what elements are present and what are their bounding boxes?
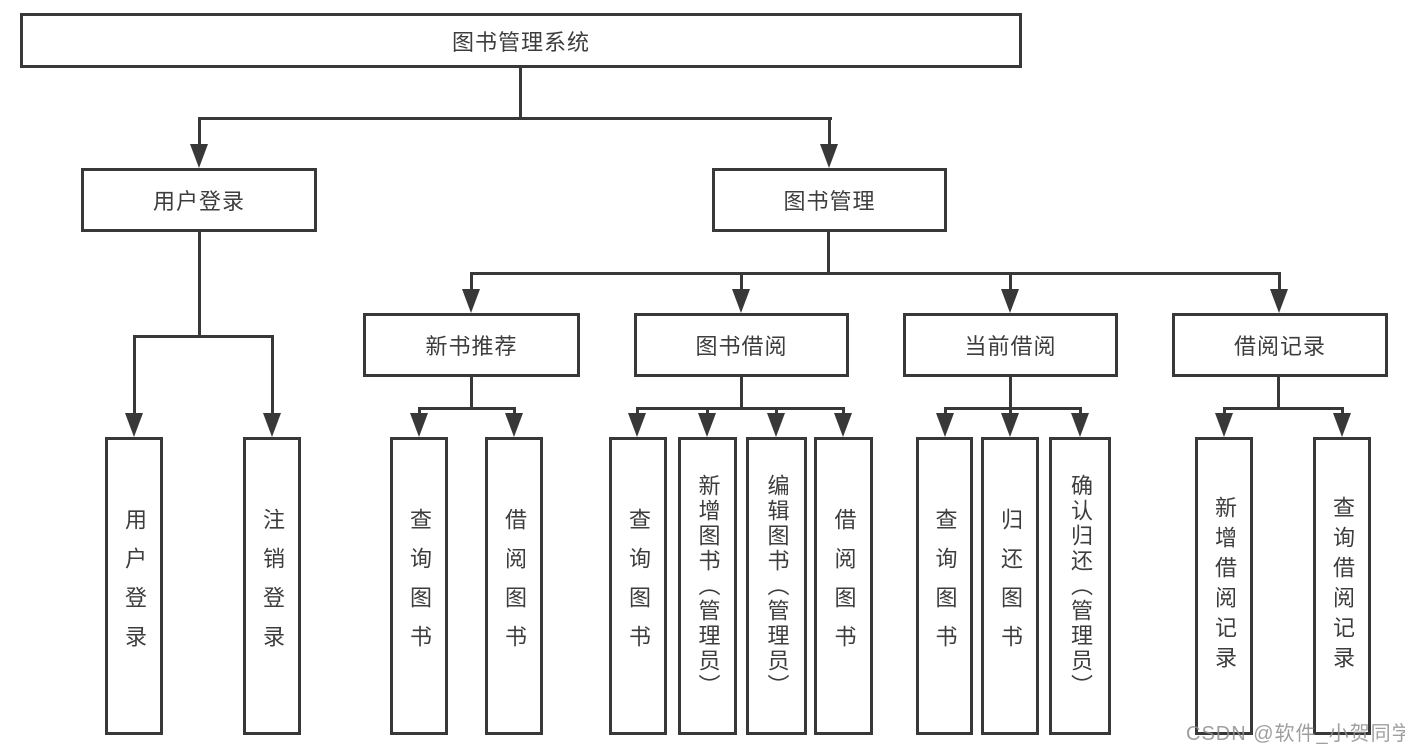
node-label: 图书管理系统 <box>451 29 590 55</box>
arrow-down-icon <box>1001 289 1019 313</box>
connector-stem <box>198 120 201 145</box>
node-system-root: 图书管理系统 <box>20 13 1022 68</box>
arrow-down-icon <box>820 144 838 168</box>
leaf-logout: 注销登录 <box>243 437 301 735</box>
connector-stem <box>418 410 421 414</box>
connector-stem <box>706 410 709 414</box>
node-label: 当前借阅 <box>964 334 1057 359</box>
arrow-down-icon <box>732 289 750 313</box>
node-label: 图书借阅 <box>695 334 788 359</box>
arrow-down-icon <box>834 413 852 437</box>
leaf-query-borrow-record: 查询借阅记录 <box>1313 437 1371 735</box>
leaf-edit-books-admin: 编辑图书（管理员） <box>746 437 807 735</box>
arrow-down-icon <box>190 144 208 168</box>
connector-level3-bar <box>470 272 1281 275</box>
connector-stem <box>1009 410 1012 414</box>
node-book-borrowing: 图书借阅 <box>634 313 849 377</box>
arrow-down-icon <box>410 413 428 437</box>
connector-group-stub <box>470 377 473 410</box>
connector-group-bar <box>1223 407 1344 410</box>
node-label: 图书管理 <box>783 189 876 214</box>
arrow-down-icon <box>263 413 281 437</box>
node-book-management: 图书管理 <box>712 168 947 232</box>
connector-root-stub <box>519 68 522 120</box>
arrow-down-icon <box>936 413 954 437</box>
node-label: 新书推荐 <box>425 334 518 359</box>
connector-stem <box>470 275 473 290</box>
connector-user-group-bar <box>133 335 274 338</box>
arrow-down-icon <box>505 413 523 437</box>
connector-stem <box>636 410 639 414</box>
connector-book-mgmt-stub <box>827 232 830 275</box>
connector-stem <box>1223 410 1226 414</box>
arrow-down-icon <box>462 289 480 313</box>
connector-stem <box>740 275 743 290</box>
connector-stem <box>513 410 516 414</box>
leaf-confirm-return-admin: 确认归还（管理员） <box>1049 437 1111 735</box>
connector-stem <box>842 410 845 414</box>
leaf-user-login: 用户登录 <box>105 437 163 735</box>
connector-stem <box>944 410 947 414</box>
arrow-down-icon <box>1001 413 1019 437</box>
arrow-down-icon <box>628 413 646 437</box>
node-current-borrowing: 当前借阅 <box>903 313 1118 377</box>
leaf-query-books-recommend: 查询图书 <box>390 437 448 735</box>
connector-stem <box>828 120 831 145</box>
connector-group-bar <box>418 407 516 410</box>
leaf-add-borrow-record: 新增借阅记录 <box>1195 437 1253 735</box>
connector-group-stub <box>1009 377 1012 410</box>
arrow-down-icon <box>1071 413 1089 437</box>
node-borrowing-records: 借阅记录 <box>1172 313 1388 377</box>
arrow-down-icon <box>1333 413 1351 437</box>
arrow-down-icon <box>1215 413 1233 437</box>
csdn-watermark: CSDN @软件_小贺同学 <box>1186 723 1405 745</box>
connector-stem <box>1079 410 1082 414</box>
connector-stem <box>271 338 274 413</box>
arrow-down-icon <box>125 413 143 437</box>
connector-group-stub <box>740 377 743 410</box>
connector-stem <box>1009 275 1012 290</box>
node-label: 借阅记录 <box>1233 334 1326 359</box>
connector-group-stub <box>1277 377 1280 410</box>
arrow-down-icon <box>698 413 716 437</box>
leaf-return-books: 归还图书 <box>981 437 1039 735</box>
arrow-down-icon <box>1270 289 1288 313</box>
connector-stem <box>133 338 136 413</box>
leaf-query-books-borrowing: 查询图书 <box>609 437 667 735</box>
connector-stem <box>775 410 778 414</box>
node-new-book-recommend: 新书推荐 <box>363 313 580 377</box>
connector-group-bar <box>944 407 1082 410</box>
leaf-borrow-books: 借阅图书 <box>814 437 873 735</box>
connector-level2-bar <box>198 117 832 120</box>
connector-stem <box>1341 410 1344 414</box>
connector-user-login-stub <box>198 232 201 338</box>
leaf-borrow-books-recommend: 借阅图书 <box>485 437 543 735</box>
leaf-add-books-admin: 新增图书（管理员） <box>678 437 737 735</box>
node-label: 用户登录 <box>152 189 245 214</box>
connector-group-bar <box>636 407 845 410</box>
node-user-login: 用户登录 <box>81 168 317 232</box>
connector-stem <box>1278 275 1281 290</box>
arrow-down-icon <box>767 413 785 437</box>
leaf-query-books-current: 查询图书 <box>916 437 973 735</box>
